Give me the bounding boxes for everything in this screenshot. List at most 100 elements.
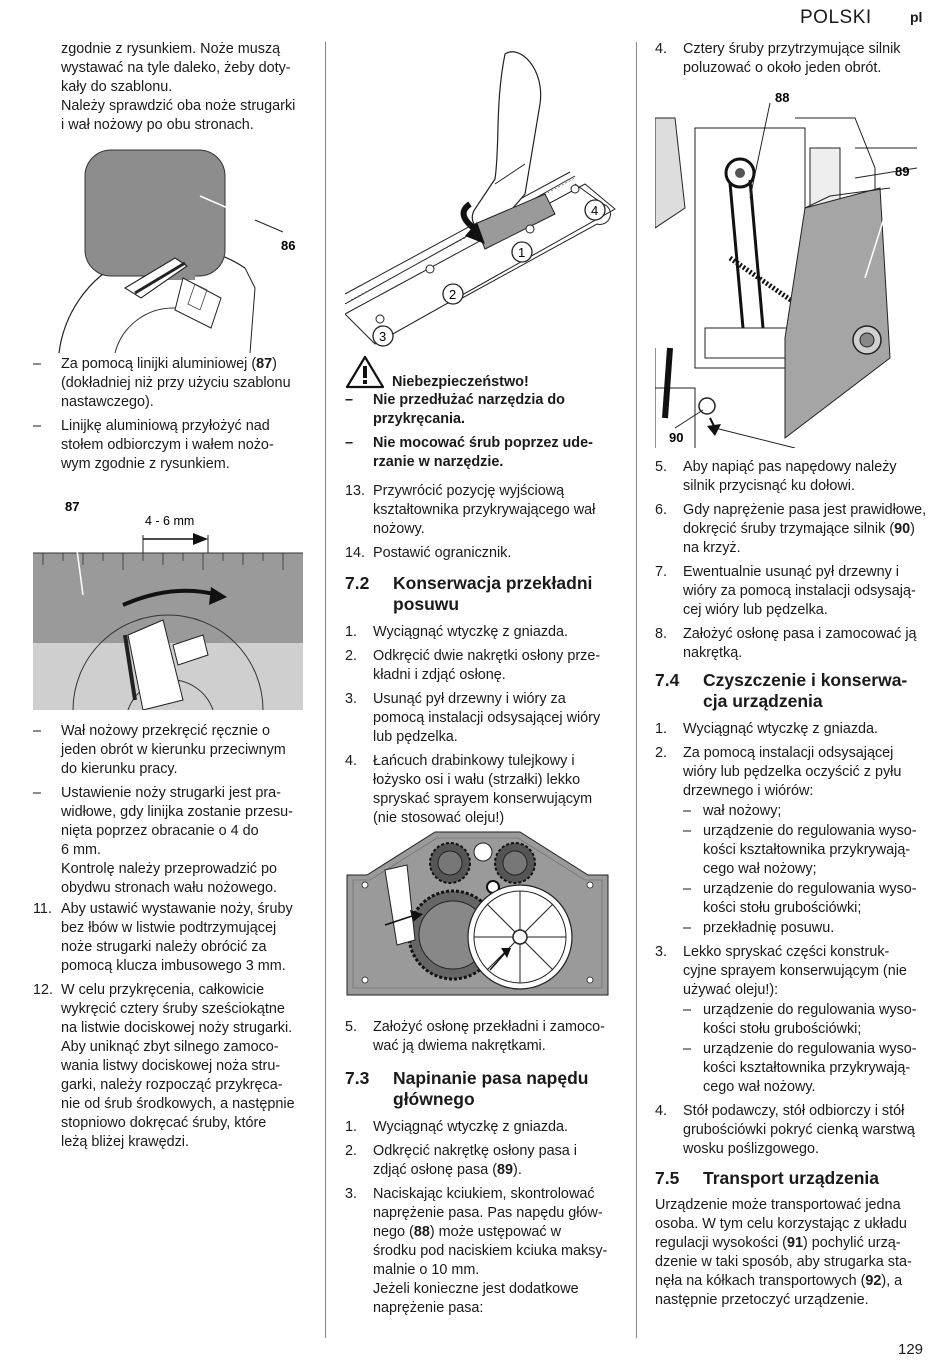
warning-block: Niebezpieczeństwo! –Nie przedłużać narzę… (345, 355, 625, 477)
text-line: nakrętką. (683, 645, 743, 661)
figure-label-88: 88 (775, 90, 789, 105)
list-marker: – (683, 920, 692, 936)
text-line: noże strugarki należy obrócić za (61, 939, 267, 955)
section-7-5-title: Transport urządzenia (703, 1168, 880, 1188)
text-line: środku pod naciskiem kciuka maksy- (373, 1243, 608, 1259)
figure-belt-drive: 88 89 90 (655, 90, 917, 448)
text-line: stołem odbiorczym i wałem nożo- (61, 437, 274, 453)
text-line: spryskać sprayem konserwującym (373, 791, 593, 807)
text-line: Przywrócić pozycję wyjściową (373, 483, 565, 499)
section-7-4-step-3-text: Lekko spryskać części konstruk-cyjne spr… (683, 943, 940, 1000)
text-line: Ustawienie noży strugarki jest pra- (61, 785, 281, 801)
list-item-text: Wyciągnąć wtyczkę z gniazda. (373, 623, 625, 642)
text-line: Gdy naprężenie pasa jest prawidłowe, (683, 502, 927, 518)
list-marker: – (683, 1002, 692, 1018)
list-item: 6.Gdy naprężenie pasa jest prawidłowe,do… (655, 501, 940, 558)
text-line: Stół podawczy, stół odbiorczy i stół (683, 1103, 905, 1119)
list-marker: 8. (655, 626, 668, 642)
list-item: 1.Wyciągnąć wtyczkę z gniazda. (345, 623, 625, 642)
list-item-text: Ustawienie noży strugarki jest pra-widło… (61, 784, 316, 898)
text-line: malnie o 10 mm. (373, 1262, 480, 1278)
list-marker: – (33, 785, 42, 801)
text-line: (nie stosować oleju!) (373, 810, 505, 826)
list-marker: 3. (345, 1186, 358, 1202)
section-7-4-step-2-marker: 2. (655, 745, 668, 761)
text-line: garki, należy rozpocząć przykręca- (61, 1077, 283, 1093)
figure-label-86: 86 (281, 238, 295, 253)
text-line: 6 mm. (61, 842, 101, 858)
list-item: –wał nożowy; (683, 802, 940, 821)
section-7-4-step-3: 3. Lekko spryskać części konstruk-cyjne … (655, 943, 940, 1000)
text-line: Urządzenie może transportować jedna (655, 1197, 901, 1213)
text-line: nastawczego). (61, 394, 154, 410)
text-line: Ewentualnie usunąć pył drzewny i (683, 564, 899, 580)
text-line: Łańcuch drabinkowy tulejkowy i (373, 753, 575, 769)
section-7-4-step-2-subs: –wał nożowy;–urządzenie do regulowania w… (683, 802, 940, 938)
text-line: kości kształtownika przykrywają- (703, 1060, 911, 1076)
text-line: wykręcić cztery śruby sześciokątne (61, 1001, 285, 1017)
section-7-2-steps: 1.Wyciągnąć wtyczkę z gniazda.2.Odkręcić… (345, 623, 625, 828)
text-line: wystawać na tyle daleko, żeby doty- (61, 60, 291, 76)
section-7-2-after: 5.Założyć osłonę przekładni i zamoco-wać… (345, 1018, 625, 1061)
section-7-5-heading: 7.5 Transport urządzenia (655, 1168, 940, 1189)
text-line: dzenie w taki sposób, aby strugarka sta- (655, 1254, 912, 1270)
section-7-3-steps: 1.Wyciągnąć wtyczkę z gniazda.2.Odkręcić… (345, 1118, 625, 1318)
text-line: Wał nożowy przekręcić ręcznie o (61, 723, 271, 739)
text-line: zdjąć osłonę pasa (89). (373, 1162, 522, 1178)
list-item: –Za pomocą linijki aluminiowej (87)(dokł… (33, 355, 316, 412)
text-line: Czyszczenie i konserwa- (703, 670, 908, 690)
list-marker: 5. (345, 1019, 358, 1035)
list-item-text: urządzenie do regulowania wyso-kości sto… (703, 1001, 940, 1039)
text-line: regulacji wysokości (91) pochylić urzą- (655, 1235, 901, 1251)
section-7-4-step-4-text: Stół podawczy, stół odbiorczy i stół grub… (683, 1102, 940, 1159)
list-item: –Nie mocować śrub poprzez ude-rzanie w n… (345, 434, 625, 472)
text-line: Wyciągnąć wtyczkę z gniazda. (373, 1119, 569, 1135)
list-item-text: Postawić ogranicznik. (373, 544, 625, 563)
text-line: wać ją dwiema nakrętkami. (373, 1038, 546, 1054)
section-7-2-number: 7.2 (345, 573, 370, 593)
text-line: Lekko spryskać części konstruk- (683, 944, 890, 960)
text-line: urządzenie do regulowania wyso- (703, 881, 917, 897)
text-line: używać oleju!): (683, 982, 779, 998)
text-line: grubościówki pokryć cienką warstwą (683, 1122, 915, 1138)
text-line: kały do szablonu. (61, 79, 173, 95)
section-7-4-step-4-marker: 4. (655, 1103, 668, 1119)
warning-triangle-icon (345, 355, 385, 389)
text-line: łożysko osi i wału (strzałki) lekko (373, 772, 581, 788)
text-line: Za pomocą linijki aluminiowej (87) (61, 356, 277, 372)
section-7-4-title: Czyszczenie i konserwa-cja urządzenia (703, 670, 940, 712)
section-7-4-step-3-marker: 3. (655, 944, 668, 960)
text-line: kości kształtownika przykrywają- (703, 842, 911, 858)
list-marker: 13. (345, 483, 366, 499)
figure-label-89: 89 (895, 164, 909, 179)
text-line: urządzenie do regulowania wyso- (703, 1002, 917, 1018)
list-item-text: Gdy naprężenie pasa jest prawidłowe,dokr… (683, 501, 940, 558)
text-line: Wyciągnąć wtyczkę z gniazda. (683, 721, 879, 737)
text-line: wym zgodnie z rysunkiem. (61, 456, 230, 472)
text-line: urządzenie do regulowania wyso- (703, 823, 917, 839)
text-line: Należy sprawdzić oba noże strugarki (61, 98, 296, 114)
text-line: poluzować o około jeden obrót. (683, 60, 882, 76)
section-7-4-step-1: 1. Wyciągnąć wtyczkę z gniazda. (655, 720, 940, 739)
list-marker: – (683, 881, 692, 897)
warning-title: Niebezpieczeństwo! (392, 374, 529, 390)
list-item-text: Wyciągnąć wtyczkę z gniazda. (373, 1118, 625, 1137)
list-item: –przekładnię posuwu. (683, 919, 940, 938)
col3-step-4-marker: 4. (655, 41, 668, 57)
text-line: pomocą instalacji odsysającej wióry (373, 710, 601, 726)
section-7-5: 7.5 Transport urządzenia Urządzenie może… (655, 1168, 940, 1310)
